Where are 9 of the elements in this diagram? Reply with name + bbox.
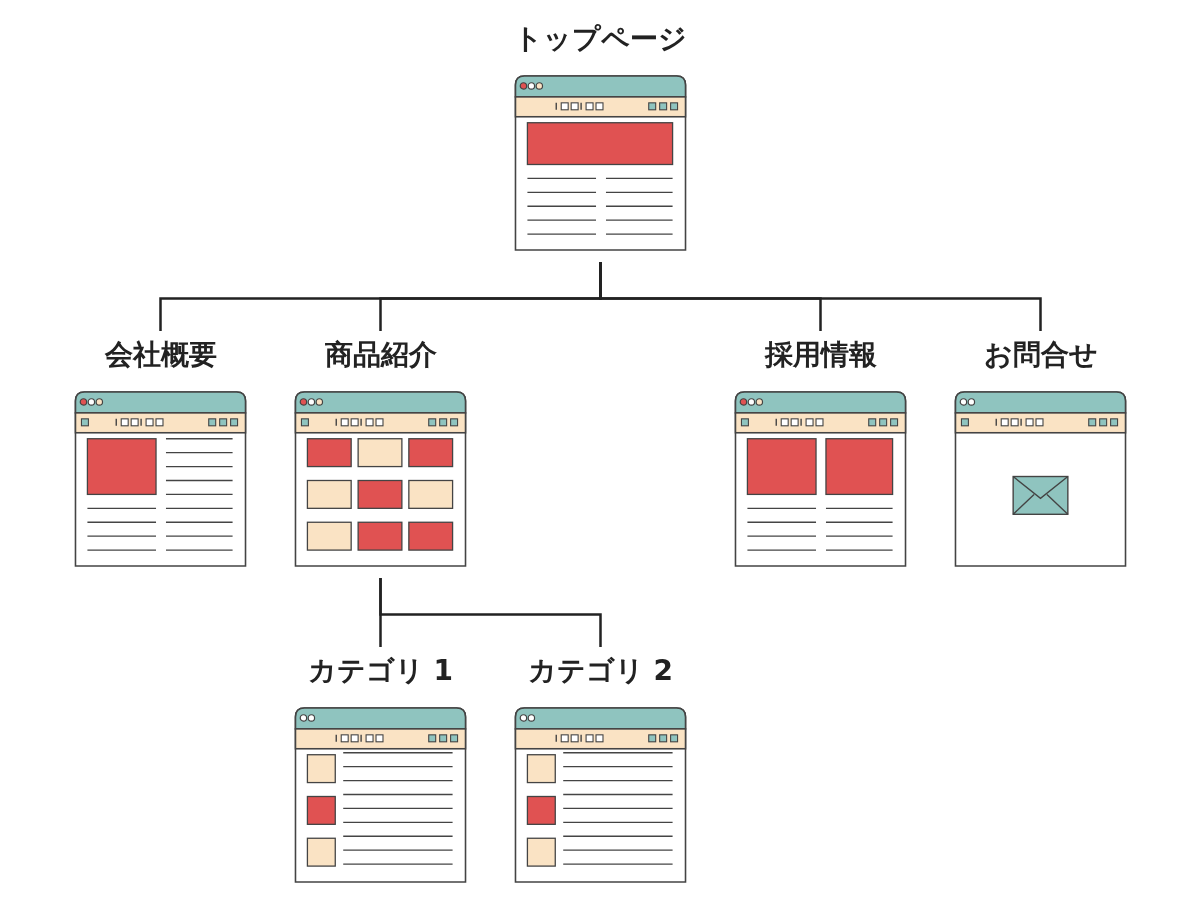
- page-title: カテゴリ 2: [526, 653, 675, 689]
- page-title: お問合せ: [982, 337, 1099, 373]
- page-title: 商品紹介: [323, 337, 438, 373]
- page-title: カテゴリ 1: [306, 653, 455, 689]
- connector-line: [379, 578, 602, 647]
- page-title: 会社概要: [103, 337, 218, 373]
- page-title: 採用情報: [763, 337, 878, 373]
- page-title: トップページ: [513, 21, 688, 57]
- connector-line: [599, 262, 1042, 331]
